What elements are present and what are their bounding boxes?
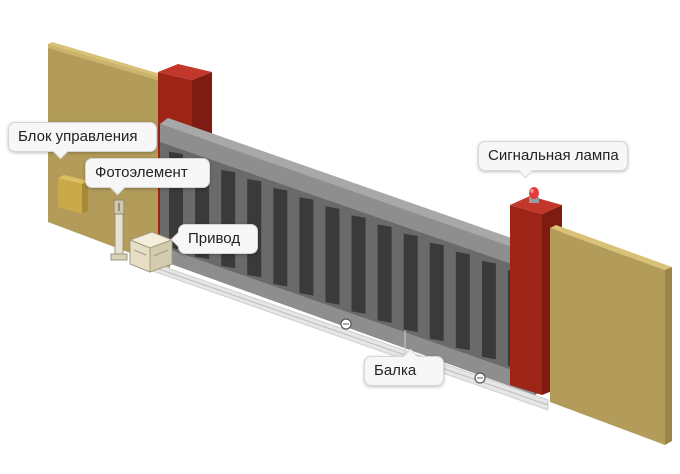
photocell-post-icon [110, 199, 128, 261]
sliding-gate [160, 118, 543, 395]
drive-motor-icon [128, 231, 174, 273]
gate-bar [455, 251, 470, 351]
control-block-label: Блок управления [8, 122, 157, 152]
gate-bar [403, 233, 418, 333]
control-box-icon [58, 175, 88, 214]
gate-bar [325, 206, 340, 305]
gate-bar [351, 215, 366, 314]
gate-bar [377, 224, 392, 323]
roller-icon [340, 318, 352, 330]
drive-label: Привод [178, 224, 258, 254]
gate-bar [299, 197, 314, 296]
signal-lamp-label: Сигнальная лампа [478, 141, 628, 171]
photocell-label: Фотоэлемент [85, 158, 210, 188]
gate-bar [429, 242, 444, 342]
gate-bar [481, 260, 496, 360]
right-wall [550, 225, 672, 445]
signal-lamp-icon [529, 187, 539, 203]
beam-label: Балка [364, 356, 444, 386]
gate-bar [273, 188, 288, 287]
roller-icon [474, 372, 486, 384]
